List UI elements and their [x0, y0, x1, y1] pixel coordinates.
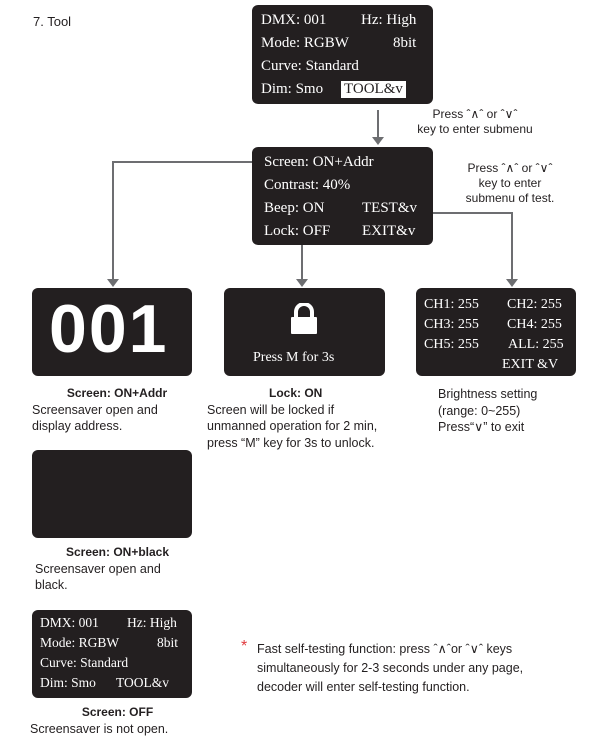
addr-caption-line: Screensaver open and [32, 402, 158, 417]
footnote-line: decoder will enter self-testing function… [257, 680, 470, 694]
footnote: Fast self-testing function: press ˆ∧ˆor … [257, 640, 592, 697]
test-note-line: key to enter [478, 176, 542, 190]
channel-5[interactable]: CH5: 255 [424, 337, 479, 352]
black-caption-line: black. [35, 578, 68, 592]
off-caption-title: Screen: OFF [81, 705, 154, 719]
test-menu-item[interactable]: TEST&v [362, 200, 417, 216]
black-caption-line: Screensaver open and [35, 561, 161, 576]
beep-option[interactable]: Beep: ON [264, 200, 325, 216]
off-bit-depth: 8bit [157, 635, 179, 650]
off-caption: Screen: OFF Screensaver is not open. [30, 704, 205, 737]
refresh-rate: Hz: High [361, 12, 417, 28]
dim: Dim: Smo [261, 81, 324, 97]
footnote-line: Fast self-testing function: press ˆ∧ˆor … [257, 642, 513, 656]
screen-option[interactable]: Screen: ON+Addr [264, 154, 374, 170]
test-lcd-screen: CH1: 255 CH2: 255 CH3: 255 CH4: 255 CH5:… [416, 288, 576, 376]
test-note-line: Press ˆ∧ˆ or ˆ∨ˆ [467, 161, 553, 175]
lock-caption-line: press “M” key for 3s to unlock. [207, 435, 375, 450]
test-caption-line: Press“∨” to exit [438, 420, 525, 434]
channel-2[interactable]: CH2: 255 [507, 297, 562, 312]
lock-caption: Lock: ON Screen will be locked if unmann… [207, 385, 427, 451]
test-caption-line: (range: 0~255) [438, 403, 521, 418]
dmx-address: DMX: 001 [261, 12, 327, 28]
off-mode: Mode: RGBW [40, 635, 120, 650]
contrast-option[interactable]: Contrast: 40% [264, 177, 351, 193]
test-submenu-note: Press ˆ∧ˆ or ˆ∨ˆ key to enter submenu of… [430, 161, 590, 206]
test-caption-line: Brightness setting [438, 387, 538, 401]
bit-depth: 8bit [393, 35, 417, 51]
arrow-tool-to-test [433, 212, 513, 280]
off-dim: Dim: Smo [40, 675, 96, 690]
off-tool-menu-item: TOOL&v [116, 675, 169, 690]
lock-option[interactable]: Lock: OFF [264, 223, 331, 239]
channel-all[interactable]: ALL: 255 [508, 337, 564, 352]
exit-menu-item[interactable]: EXIT&v [362, 223, 416, 239]
lock-icon [291, 303, 317, 334]
off-caption-line: Screensaver is not open. [30, 721, 169, 736]
lock-caption-value: : ON [297, 386, 323, 400]
addr-caption-title: Screen: ON+Addr [66, 386, 168, 400]
test-exit[interactable]: EXIT &V [502, 357, 559, 372]
test-caption: Brightness setting (range: 0~255) Press“… [438, 386, 588, 436]
lock-screen: Press M for 3s [224, 288, 385, 376]
addr-caption-line: display address. [32, 419, 123, 433]
tool-menu-item[interactable]: TOOL&v [341, 81, 406, 98]
mode: Mode: RGBW [261, 35, 349, 51]
channel-3[interactable]: CH3: 255 [424, 317, 479, 332]
test-note-line: submenu of test. [465, 191, 555, 205]
footnote-line: simultaneously for 2-3 seconds under any… [257, 661, 524, 675]
black-caption-title: Screen: ON+black [65, 545, 170, 559]
submenu-note-line: key to enter submenu [417, 122, 533, 136]
footnote-star: * [241, 638, 248, 655]
channel-1[interactable]: CH1: 255 [424, 297, 479, 312]
off-curve: Curve: Standard [40, 655, 129, 670]
channel-4[interactable]: CH4: 255 [507, 317, 562, 332]
lock-caption-line: Screen will be locked if [207, 402, 335, 417]
address-screensaver: 001 [32, 288, 192, 376]
black-screensaver [32, 450, 192, 538]
lock-caption-label: Lock [269, 386, 298, 400]
lock-hint: Press M for 3s [253, 350, 335, 365]
arrow-tool-to-addr [112, 161, 252, 280]
submenu-note: Press ˆ∧ˆ or ˆ∨ˆ key to enter submenu [380, 107, 570, 137]
submenu-note-line: Press ˆ∧ˆ or ˆ∨ˆ [432, 107, 518, 121]
main-lcd-screen: DMX: 001 Hz: High Mode: RGBW 8bit Curve:… [252, 5, 433, 104]
off-dmx-address: DMX: 001 [40, 615, 99, 630]
address-display: 001 [49, 291, 169, 367]
black-caption: Screen: ON+black Screensaver open and bl… [35, 544, 200, 594]
off-refresh-rate: Hz: High [127, 615, 177, 630]
lock-caption-line: unmanned operation for 2 min, [207, 419, 378, 433]
section-title: 7. Tool [33, 14, 72, 29]
tool-lcd-screen: Screen: ON+Addr Contrast: 40% Beep: ON T… [252, 147, 433, 245]
lock-caption-title: Lock: ON [207, 385, 427, 402]
screensaver-off-screen: DMX: 001 Hz: High Mode: RGBW 8bit Curve:… [32, 610, 192, 698]
curve: Curve: Standard [261, 58, 359, 74]
addr-caption: Screen: ON+Addr Screensaver open and dis… [32, 385, 202, 435]
